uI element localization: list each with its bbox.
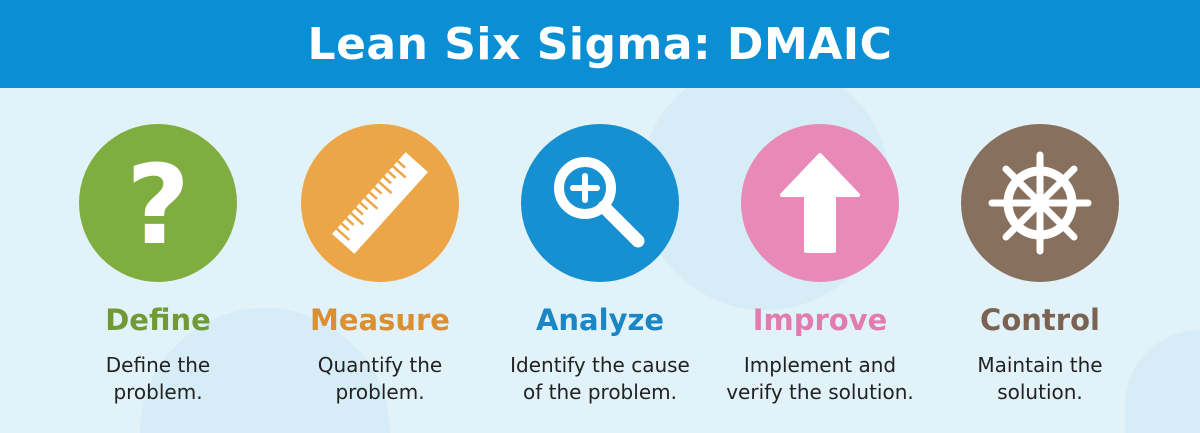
measure-circle [301,124,459,282]
step-define: ? Define Define the problem. [48,124,268,406]
step-title: Control [980,303,1100,337]
step-title: Analyze [535,303,665,337]
desc-line: solution. [997,380,1083,404]
desc-line: Quantify the [317,353,443,377]
step-improve: Improve Implement and verify the solution… [710,124,930,406]
control-circle [961,124,1119,282]
arrow-up-icon [780,153,860,253]
svg-text:?: ? [126,143,190,263]
define-circle: ? [79,124,237,282]
header-banner: Lean Six Sigma: DMAIC [0,0,1200,88]
step-description: Quantify the problem. [270,352,490,406]
question-mark-icon: ? [126,143,190,263]
step-analyze: Analyze Identify the cause of the problem… [490,124,710,406]
magnifier-icon [554,157,645,248]
step-description: Maintain the solution. [930,352,1150,406]
step-measure: Measure Quantify the problem. [270,124,490,406]
desc-line: verify the solution. [726,380,914,404]
improve-circle [741,124,899,282]
step-description: Implement and verify the solution. [710,352,930,406]
step-description: Identify the cause of the problem. [490,352,710,406]
desc-line: Identify the cause [510,353,690,377]
ship-wheel-icon [988,151,1092,255]
page-title: Lean Six Sigma: DMAIC [307,18,893,70]
analyze-circle [521,124,679,282]
desc-line: Define the [105,353,211,377]
desc-line: of the problem. [523,380,677,404]
step-title: Define [105,303,211,337]
step-title: Measure [310,303,450,337]
desc-line: problem. [335,380,425,404]
desc-line: Maintain the [977,353,1103,377]
step-title: Improve [752,303,888,337]
step-control: Control Maintain the solution. [930,124,1150,406]
desc-line: Implement and [743,353,897,377]
step-description: Define the problem. [48,352,268,406]
desc-line: problem. [113,380,203,404]
ruler-icon [332,152,428,254]
